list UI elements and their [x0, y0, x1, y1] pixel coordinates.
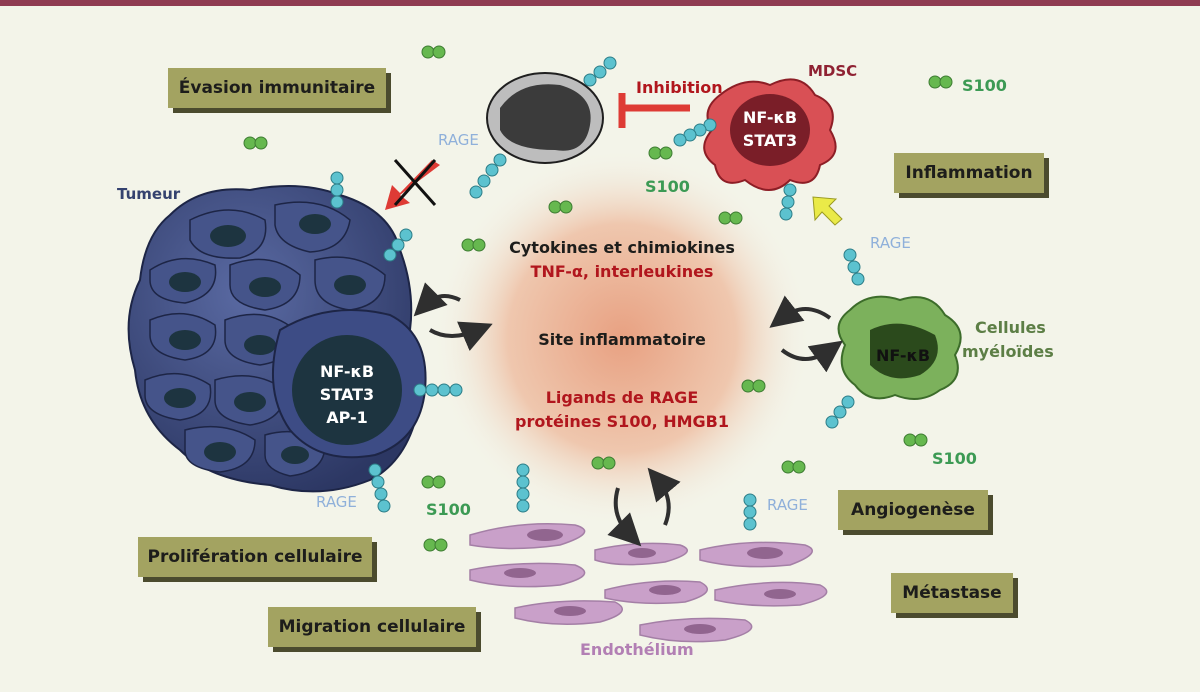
s100-label-1: S100: [962, 76, 1007, 95]
inhibition-symbol: [618, 93, 690, 128]
immune-cell-grey: [486, 72, 604, 164]
rage-label-2: RAGE: [870, 234, 911, 252]
rage-receptors: [330, 56, 865, 531]
s100-label-3: S100: [932, 449, 977, 468]
center-ligands-detail: protéines S100, HMGB1: [515, 412, 729, 431]
center-site: Site inflammatoire: [538, 330, 706, 349]
top-bar: [0, 0, 1200, 6]
rage-label-4: RAGE: [767, 496, 808, 514]
tumor-nucleus-stat3: STAT3: [319, 385, 375, 404]
inflammatory-site: [432, 148, 812, 528]
center-cytokines-detail: TNF-α, interleukines: [530, 262, 714, 281]
myeloid-nucleus-nfkb: NF-κB: [876, 346, 931, 365]
box-proliferation: Prolifération cellulaire: [138, 537, 372, 577]
box-migration: Migration cellulaire: [268, 607, 476, 647]
s100-label-4: S100: [426, 500, 471, 519]
inhibition-label: Inhibition: [636, 78, 723, 97]
tumor-nucleus-nfkb: NF-κB: [319, 362, 375, 381]
center-cytokines: Cytokines et chimiokines: [509, 238, 735, 257]
box-metastase: Métastase: [891, 573, 1013, 613]
mdsc-label: MDSC: [808, 62, 858, 80]
s100-label-2: S100: [645, 177, 690, 196]
endothelium-label: Endothélium: [580, 640, 694, 659]
yellow-arrow: [812, 196, 843, 226]
mdsc-nucleus-stat3: STAT3: [742, 131, 798, 150]
rage-label-3: RAGE: [316, 493, 357, 511]
mdsc-nucleus-nfkb: NF-κB: [742, 108, 798, 127]
box-evasion: Évasion immunitaire: [168, 68, 386, 108]
myeloides-label: myéloïdes: [962, 342, 1054, 361]
tumeur-label: Tumeur: [117, 185, 181, 203]
endothelium-cells: [469, 523, 828, 643]
rage-label-1: RAGE: [438, 131, 479, 149]
mdsc-cell: [703, 78, 837, 191]
box-inflammation: Inflammation: [894, 153, 1044, 193]
exchange-arrows: [413, 282, 843, 547]
cellules-label: Cellules: [975, 318, 1046, 337]
tumor: [127, 185, 427, 493]
center-ligands: Ligands de RAGE: [545, 388, 699, 407]
myeloid-cell: [837, 295, 962, 400]
blocked-arrow: [385, 159, 440, 210]
box-angiogenese: Angiogenèse: [838, 490, 988, 530]
tumor-nucleus-ap1: AP-1: [326, 408, 368, 427]
